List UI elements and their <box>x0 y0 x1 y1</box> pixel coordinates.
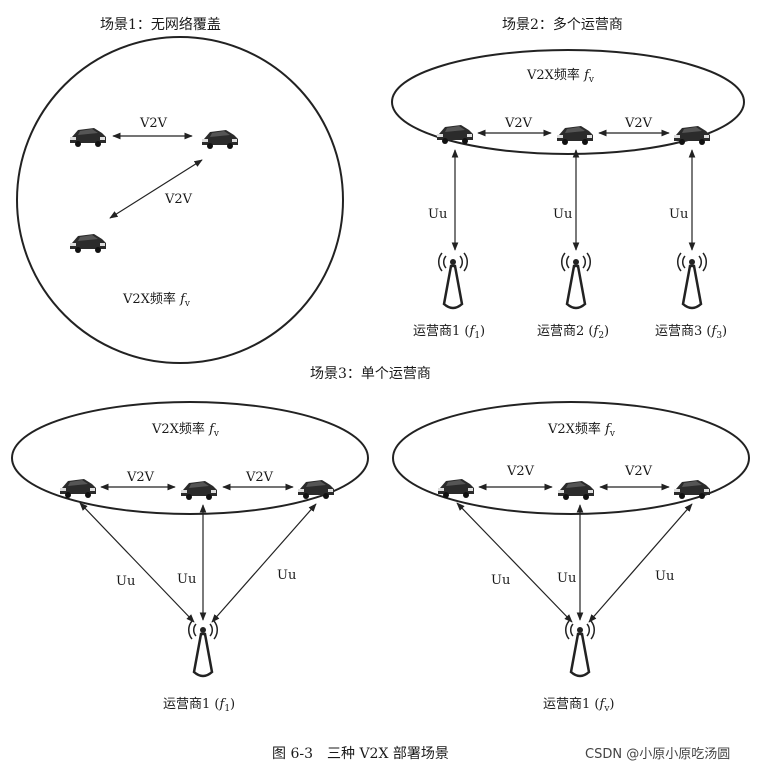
figure-caption: 图 6-3 三种 V2X 部署场景 <box>272 746 449 762</box>
scene2-car-3 <box>674 126 710 145</box>
scene3-right-uu-label-2: Uu <box>557 571 576 586</box>
scene1-car-1 <box>70 128 106 147</box>
scene3-left-car-3 <box>298 480 334 499</box>
watermark: CSDN @小原小原吃汤圆 <box>585 746 730 762</box>
scene3-left-uu-arrow-1 <box>80 503 194 622</box>
scene1-car-3 <box>70 234 106 253</box>
scene3-left-tower-icon <box>189 621 218 676</box>
scene2-tower-3-icon <box>678 253 707 308</box>
scene2-title: 场景2：多个运营商 <box>502 16 623 33</box>
scene3-left-car-2 <box>181 481 217 500</box>
scene2-v2v-left-label: V2V <box>504 116 533 131</box>
scene3-right-band-label: V2X频率 fv <box>547 421 616 439</box>
scene1-v2v-arrow-diag <box>110 160 202 218</box>
scene1: 场景1：无网络覆盖 V2V V2V V2X频率 fv <box>17 17 343 363</box>
scene3-right-car-3 <box>674 480 710 499</box>
scene3-right-v2v-left-label: V2V <box>506 464 535 479</box>
scene1-car-2 <box>202 130 238 149</box>
scene3-left-operator: 运营商1 (f1) <box>163 697 235 714</box>
scene2-operator-3: 运营商3 (f3) <box>655 324 727 341</box>
scene3-right-operator: 运营商1 (fv) <box>543 697 614 714</box>
scene3-left-uu-label-1: Uu <box>116 574 135 589</box>
scene2-v2v-right-label: V2V <box>624 116 653 131</box>
scene3-left-v2v-left-label: V2V <box>126 470 155 485</box>
scene1-title: 场景1：无网络覆盖 <box>100 17 221 33</box>
scene3-left-uu-label-3: Uu <box>277 568 296 583</box>
scene2-uu-label-2: Uu <box>553 207 572 222</box>
scene3-left-car-1 <box>60 479 96 498</box>
scene3-left-band-label: V2X频率 fv <box>151 421 220 439</box>
scene3-left-v2v-right-label: V2V <box>245 470 274 485</box>
scene3-right-uu-label-1: Uu <box>491 573 510 588</box>
scene2-operator-1: 运营商1 (f1) <box>413 324 485 341</box>
scene2: 场景2：多个运营商 V2X频率 fv V2V V2V Uu Uu Uu 运营商1… <box>392 16 744 341</box>
scene3-right-panel: V2X频率 fv V2V V2V Uu Uu Uu 运营商1 (fv) <box>393 402 749 714</box>
scene1-v2v-diag-label: V2V <box>164 192 193 207</box>
scene3-left-uu-arrow-3 <box>212 504 316 622</box>
scene3-right-uu-label-3: Uu <box>655 569 674 584</box>
scene3-right-uu-arrow-1 <box>457 503 572 622</box>
scene3-right-uu-arrow-3 <box>589 504 692 622</box>
scene2-uu-label-1: Uu <box>428 207 447 222</box>
scene3-right-car-1 <box>438 479 474 498</box>
scene3-right-tower-icon <box>566 621 595 676</box>
scene3-right-car-2 <box>558 481 594 500</box>
scene3-left-uu-label-2: Uu <box>177 572 196 587</box>
scene1-v2v-top-label: V2V <box>139 116 168 131</box>
scene2-car-2 <box>557 126 593 145</box>
scene3-right-v2v-right-label: V2V <box>624 464 653 479</box>
scene2-tower-2-icon <box>562 253 591 308</box>
scene3-title: 场景3：单个运营商 <box>310 366 431 382</box>
scene3-left-panel: V2X频率 fv V2V V2V Uu Uu Uu 运营商1 (f1) <box>12 402 368 714</box>
scene2-tower-1-icon <box>439 253 468 308</box>
scene2-band-label: V2X频率 fv <box>526 67 595 85</box>
scene3: 场景3：单个运营商 V2X频率 fv V2V V2V Uu Uu Uu 运营商1… <box>12 366 749 714</box>
scene2-uu-label-3: Uu <box>669 207 688 222</box>
scene2-operator-2: 运营商2 (f2) <box>537 324 609 341</box>
scene1-band-label: V2X频率 fv <box>122 291 191 309</box>
